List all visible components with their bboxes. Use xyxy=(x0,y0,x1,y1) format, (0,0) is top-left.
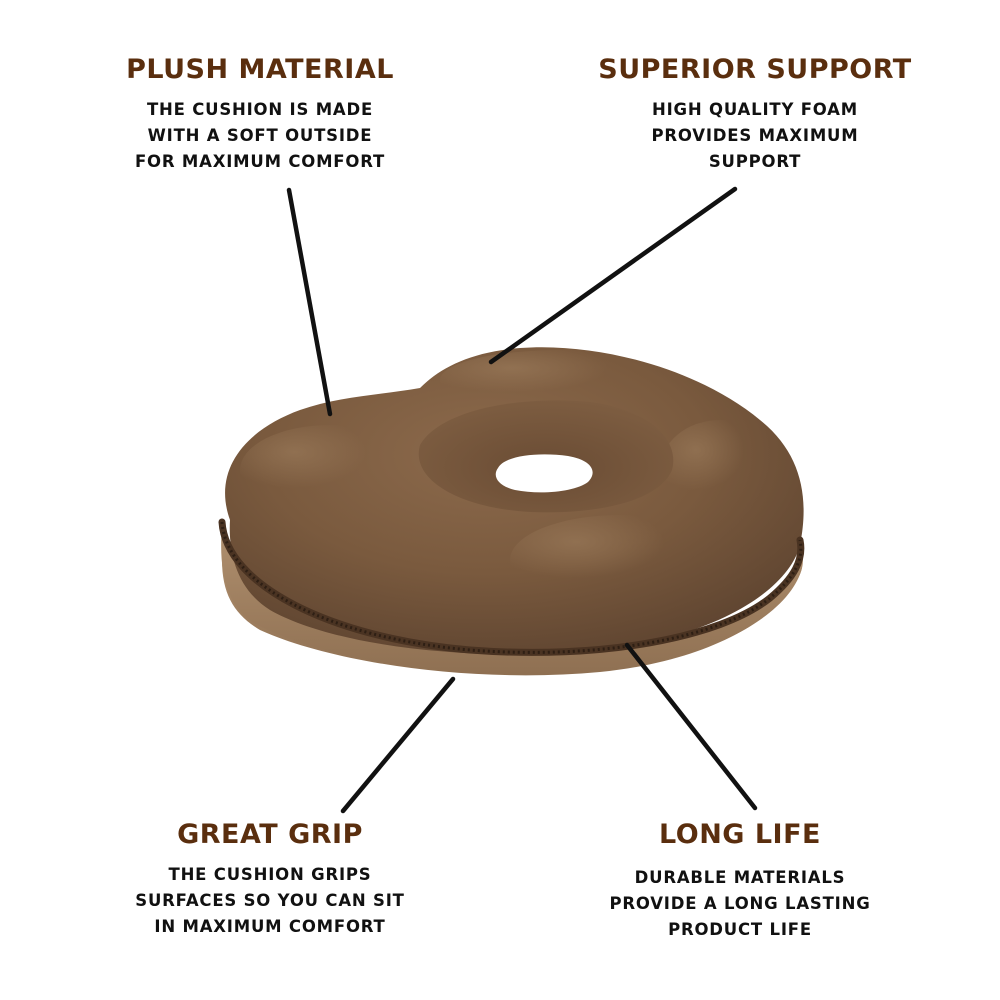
feature-description-line: THE CUSHION GRIPS xyxy=(168,865,372,884)
feature-long-life: LONG LIFE DURABLE MATERIALS PROVIDE A LO… xyxy=(555,821,925,943)
callout-line-support xyxy=(488,186,738,365)
feature-great-grip: GREAT GRIP THE CUSHION GRIPS SURFACES SO… xyxy=(90,821,450,940)
feature-description-line: DURABLE MATERIALS xyxy=(634,868,846,887)
zipper-teeth xyxy=(220,521,803,654)
plush-highlight xyxy=(440,350,680,410)
feature-description-line: HIGH QUALITY FOAM xyxy=(652,100,858,119)
cushion-hole xyxy=(495,454,593,493)
feature-description-line: PRODUCT LIFE xyxy=(668,920,812,939)
feature-plush-material: PLUSH MATERIAL THE CUSHION IS MADE WITH … xyxy=(80,56,440,175)
feature-description-line: WITH A SOFT OUTSIDE xyxy=(147,126,373,145)
feature-description-line: PROVIDES MAXIMUM xyxy=(651,126,859,145)
feature-superior-support: SUPERIOR SUPPORT HIGH QUALITY FOAM PROVI… xyxy=(565,56,945,175)
callout-line-plush xyxy=(286,187,333,417)
feature-title: PLUSH MATERIAL xyxy=(126,54,394,85)
feature-description-line: SUPPORT xyxy=(708,152,802,171)
callout-line-life xyxy=(624,642,758,811)
feature-title: GREAT GRIP xyxy=(177,819,363,850)
feature-title: LONG LIFE xyxy=(659,819,821,850)
feature-title: SUPERIOR SUPPORT xyxy=(598,54,912,85)
plush-highlight xyxy=(660,420,780,520)
plush-highlight xyxy=(240,425,420,515)
feature-description-line: THE CUSHION IS MADE xyxy=(146,100,374,119)
feature-description-line: IN MAXIMUM COMFORT xyxy=(154,917,386,936)
feature-description-line: FOR MAXIMUM COMFORT xyxy=(134,152,386,171)
callout-line-grip xyxy=(340,676,456,814)
feature-description-line: PROVIDE A LONG LASTING xyxy=(609,894,871,913)
feature-description-line: SURFACES SO YOU CAN SIT xyxy=(135,891,405,910)
plush-highlight xyxy=(510,515,730,605)
